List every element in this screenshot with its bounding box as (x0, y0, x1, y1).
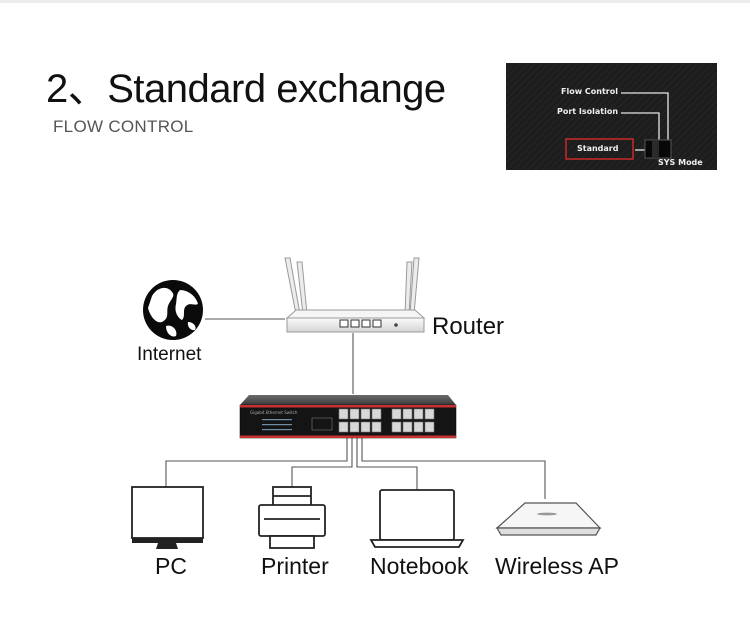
router-icon (284, 257, 426, 333)
svg-text:Gigabit Ethernet Switch: Gigabit Ethernet Switch (250, 410, 298, 415)
sys-mode-label: SYS Mode (658, 158, 703, 167)
notebook-label: Notebook (370, 553, 469, 579)
connection-lines (165, 318, 546, 499)
selected-mode-box (565, 138, 634, 160)
printer-label: Printer (261, 553, 329, 579)
pc-label: PC (155, 553, 187, 579)
globe-icon (143, 280, 203, 340)
wireless-ap-icon (495, 502, 602, 536)
printer-icon (258, 486, 326, 549)
mode-option-standard: Standard (577, 144, 619, 153)
page-subtitle: FLOW CONTROL (53, 117, 194, 136)
switch-icon: Gigabit Ethernet Switch (239, 395, 457, 439)
sys-mode-lines (565, 92, 672, 160)
internet-label: Internet (137, 344, 202, 365)
pc-icon (131, 486, 204, 549)
wireless-ap-label: Wireless AP (495, 553, 619, 579)
page-title: 2、Standard exchange (46, 67, 446, 111)
top-divider (0, 0, 750, 3)
notebook-icon (369, 489, 465, 548)
router-label: Router (432, 313, 505, 340)
sys-mode-panel: Flow Control Port Isolation Standard SYS… (506, 63, 717, 170)
mode-option-port-isolation: Port Isolation (557, 107, 619, 116)
mode-option-flow-control: Flow Control (561, 87, 618, 96)
